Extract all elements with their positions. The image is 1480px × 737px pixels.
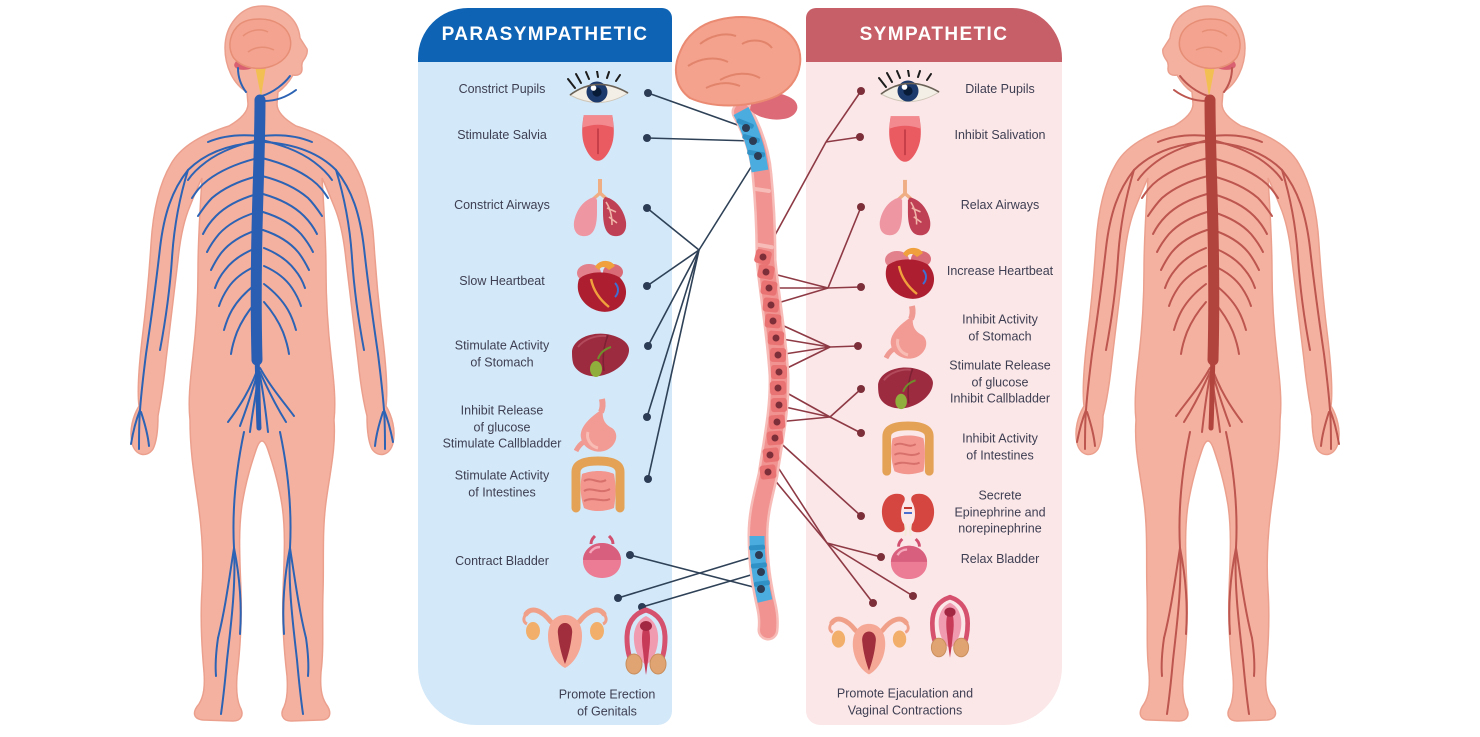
sympathetic-header: SYMPATHETIC	[806, 8, 1062, 62]
label-promote-ejaculation: Promote Ejaculation and Vaginal Contract…	[836, 686, 974, 718]
label-slow-heartbeat: Slow Heartbeat	[459, 273, 545, 288]
label-stimulate-glucose: Stimulate Release of glucose Inhibit Cal…	[949, 358, 1051, 406]
stomach-icon	[576, 399, 616, 452]
male-genitals-icon	[626, 610, 666, 675]
bladder-icon	[581, 535, 623, 580]
label-constrict-pupils: Constrict Pupils	[458, 81, 546, 96]
label-inhibit-salivation: Inhibit Salivation	[954, 127, 1046, 142]
label-relax-bladder: Relax Bladder	[960, 551, 1040, 566]
label-stimulate-intestines: Stimulate Activity of Intestines	[454, 468, 550, 500]
label-relax-airways: Relax Airways	[960, 197, 1040, 212]
label-stimulate-salvia: Stimulate Salvia	[457, 127, 547, 142]
right-body-figure	[1076, 6, 1339, 721]
male-genitals-icon	[931, 597, 968, 658]
label-dilate-pupils: Dilate Pupils	[965, 81, 1035, 96]
uterus-icon	[830, 619, 909, 674]
label-inhibit-intestines: Inhibit Activity of Intestines	[962, 431, 1038, 463]
label-inhibit-stomach: Inhibit Activity of Stomach	[962, 312, 1038, 344]
label-promote-erection: Promote Erection of Genitals	[558, 687, 656, 719]
brain-illustration	[674, 16, 802, 120]
left-body-figure	[131, 6, 394, 721]
sympathetic-dots	[759, 87, 917, 607]
heart-icon	[575, 259, 628, 313]
label-inhibit-glucose: Inhibit Release of glucose Stimulate Cal…	[442, 403, 562, 451]
parasympathetic-header: PARASYMPATHETIC	[418, 8, 672, 62]
tongue-icon	[581, 114, 615, 162]
label-stimulate-stomach: Stimulate Activity of Stomach	[454, 338, 550, 370]
intestines-icon	[576, 461, 620, 511]
label-contract-bladder: Contract Bladder	[455, 553, 549, 568]
tongue-icon	[888, 115, 922, 163]
parasympathetic-connectors	[617, 92, 762, 608]
sympathetic-title: SYMPATHETIC	[859, 24, 1009, 45]
label-constrict-airways: Constrict Airways	[454, 197, 550, 212]
label-secrete-epinephrine: Secrete Epinephrine and norepinephrine	[954, 488, 1046, 536]
parasympathetic-dots	[614, 89, 765, 611]
label-increase-heartbeat: Increase Heartbeat	[946, 263, 1054, 278]
uterus-icon	[524, 610, 606, 668]
parasympathetic-title: PARASYMPATHETIC	[441, 24, 649, 45]
